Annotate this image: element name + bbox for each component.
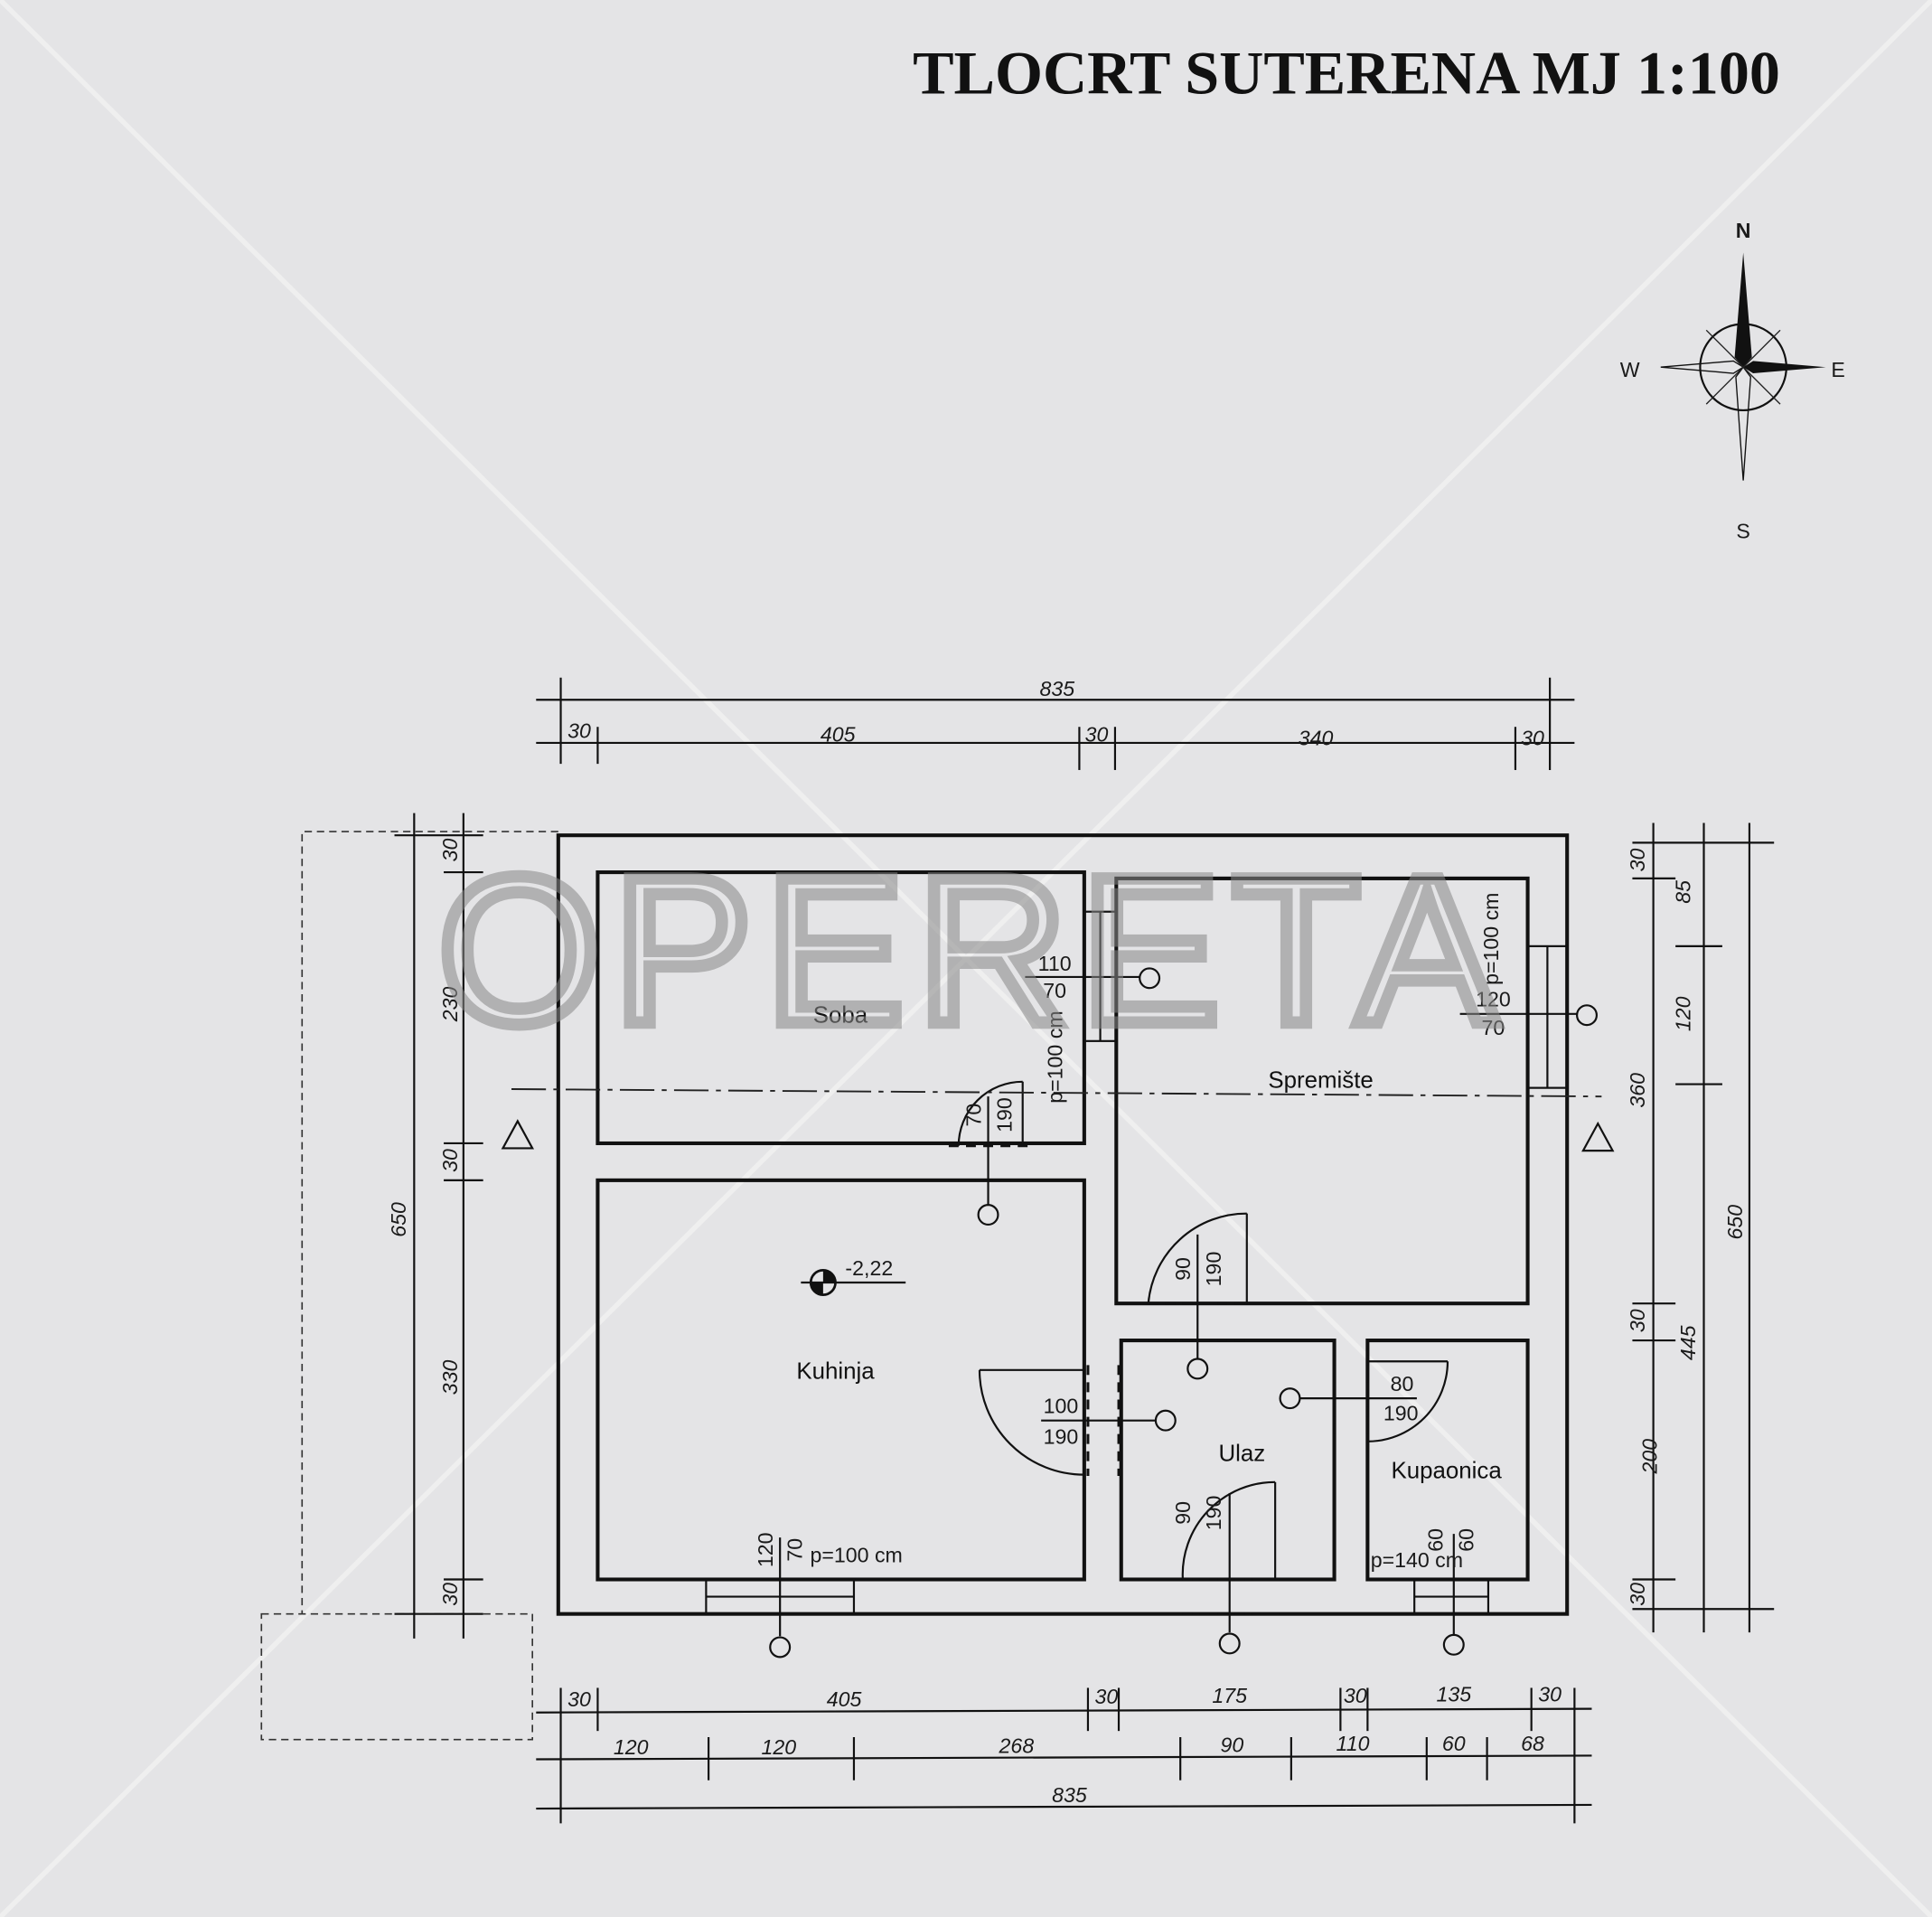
window-3-height: 70 (783, 1538, 807, 1562)
opening-labels: 110 70 p=100 cm 70 190 p=100 cm 120 70 9… (754, 893, 1511, 1572)
window-1-sill: p=100 cm (1043, 1010, 1066, 1103)
window-4-width: 60 (1424, 1528, 1448, 1552)
dim-right: 120 (1672, 996, 1695, 1031)
window-2-width: 120 (1476, 988, 1511, 1011)
dim-left: 30 (438, 1149, 462, 1172)
door-3-height: 190 (1044, 1425, 1079, 1449)
window-1-width: 110 (1038, 952, 1072, 975)
level-label: -2,22 (845, 1256, 893, 1280)
dim-bottom: 120 (614, 1735, 649, 1759)
dim-bottom: 30 (1095, 1685, 1119, 1708)
dim-bottom: 110 (1336, 1732, 1370, 1755)
dim-bottom: 268 (999, 1734, 1035, 1758)
dim-bottom: 30 (567, 1687, 591, 1711)
dim-right: 85 (1672, 880, 1695, 904)
compass-north: N (1736, 219, 1751, 242)
opening-markers (769, 967, 1599, 1659)
door-3-width: 100 (1044, 1394, 1079, 1417)
room-label-kuhinja: Kuhinja (796, 1358, 875, 1384)
dim-left: 30 (438, 1583, 462, 1606)
door-4-width: 80 (1391, 1372, 1414, 1395)
page-title: TLOCRT SUTERENA MJ 1:100 (913, 39, 1780, 108)
level-marker-icon (801, 1269, 906, 1296)
dim-right: 200 (1638, 1439, 1662, 1475)
dimension-lines (394, 677, 1775, 1824)
window-2-height: 70 (1482, 1016, 1505, 1039)
window-2-sill: p=100 cm (1479, 893, 1503, 985)
dim-left-total: 650 (387, 1202, 410, 1237)
section-line (501, 1088, 1615, 1152)
dim-top: 30 (567, 719, 591, 743)
compass-east: E (1831, 358, 1844, 381)
dim-bottom: 68 (1521, 1732, 1544, 1755)
room-label-kupaonica: Kupaonica (1391, 1459, 1502, 1484)
dim-bottom: 175 (1212, 1684, 1247, 1707)
dim-bottom: 90 (1221, 1733, 1244, 1756)
room-label-ulaz: Ulaz (1218, 1442, 1265, 1467)
door-2-width: 90 (1171, 1257, 1195, 1281)
dim-right: 445 (1676, 1325, 1700, 1360)
section-marker-left-icon (501, 1119, 535, 1150)
dim-bottom: 120 (761, 1735, 796, 1759)
dim-right: 30 (1626, 1583, 1649, 1606)
door-5-height: 190 (1202, 1496, 1225, 1531)
window-1-height: 70 (1043, 979, 1066, 1002)
dim-top: 30 (1085, 723, 1109, 747)
dim-top: 340 (1299, 727, 1334, 750)
room-label-spremiste: Spremište (1268, 1068, 1373, 1094)
dim-left: 230 (438, 986, 462, 1022)
window-3-width: 120 (754, 1532, 777, 1567)
dimension-labels: 835 30 405 30 340 30 650 30 230 30 330 3… (387, 677, 1747, 1807)
watermark-logo: OPERETA (437, 833, 1509, 1067)
room-ulaz (1119, 1339, 1336, 1582)
compass-south: S (1736, 520, 1749, 543)
door-1-height: 190 (992, 1097, 1016, 1132)
dim-left: 330 (438, 1360, 462, 1395)
dim-bottom: 60 (1442, 1732, 1466, 1755)
dim-right: 30 (1626, 848, 1649, 871)
door-4-height: 190 (1383, 1402, 1419, 1425)
dim-top: 30 (1521, 727, 1544, 750)
door-1-width: 70 (961, 1104, 985, 1127)
section-marker-right-icon (1581, 1121, 1615, 1152)
dim-left: 30 (438, 839, 462, 862)
window-4-height: 60 (1455, 1528, 1478, 1552)
window-3-sill: p=100 cm (811, 1543, 903, 1566)
dim-right: 30 (1626, 1309, 1649, 1332)
room-label-soba: Soba (813, 1002, 868, 1028)
walls (556, 833, 1570, 1616)
dim-top: 405 (821, 723, 856, 747)
dim-bottom: 405 (827, 1687, 862, 1711)
door-5-width: 90 (1171, 1501, 1195, 1525)
dim-bottom: 135 (1436, 1682, 1471, 1706)
dim-bottom: 30 (1538, 1682, 1562, 1706)
dim-top-total: 835 (1040, 677, 1075, 700)
dim-right: 360 (1626, 1073, 1649, 1108)
room-spremiste (1114, 876, 1530, 1306)
dim-bottom: 30 (1344, 1684, 1367, 1707)
compass-rose-icon: N W E S (1620, 219, 1845, 543)
window-4-sill: p=140 cm (1371, 1548, 1463, 1572)
dim-right-total: 650 (1723, 1205, 1747, 1240)
compass-west: W (1620, 358, 1640, 381)
dim-bottom-total: 835 (1052, 1783, 1087, 1807)
door-2-height: 190 (1202, 1252, 1225, 1287)
